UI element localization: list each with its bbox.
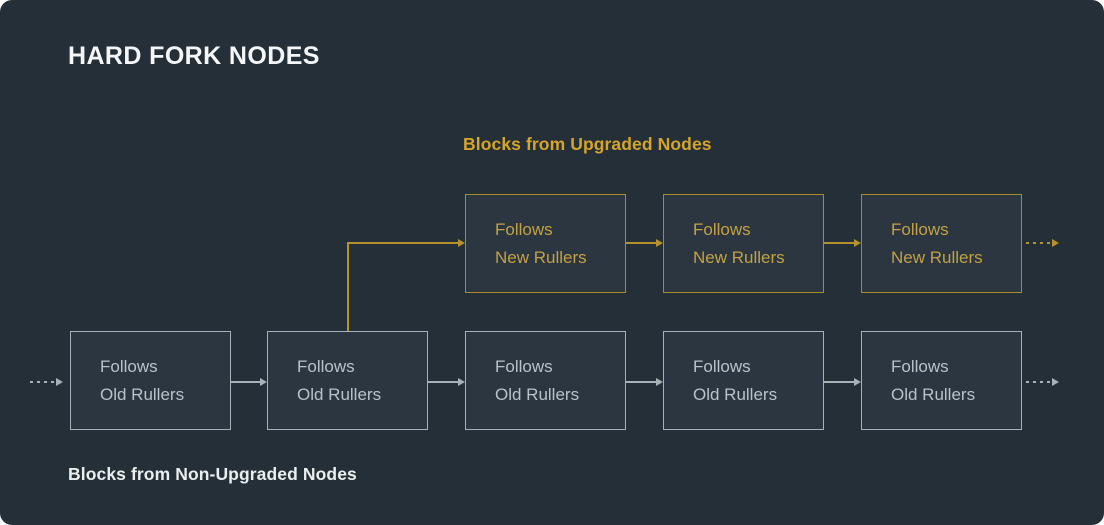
non-upgraded-node-4: Follows Old Rullers <box>663 331 824 430</box>
upgraded-connector-1-2 <box>626 242 656 244</box>
non-upgraded-node-3: Follows Old Rullers <box>465 331 626 430</box>
upgraded-chain-label: Blocks from Upgraded Nodes <box>463 134 712 154</box>
node-text-line1: Follows <box>693 219 751 239</box>
node-text-line1: Follows <box>495 219 553 239</box>
fork-arrowhead-icon <box>458 239 465 247</box>
upgraded-node-2: Follows New Rullers <box>663 194 824 293</box>
non-upgraded-node-1: Follows Old Rullers <box>70 331 231 430</box>
arrowhead-icon <box>656 239 663 247</box>
upgraded-connector-2-3 <box>824 242 854 244</box>
non-upgraded-connector-2-3 <box>428 381 458 383</box>
node-text-line2: Old Rullers <box>297 384 382 404</box>
arrowhead-icon <box>1052 378 1059 386</box>
non-upgraded-chain-continues-dash <box>1026 381 1052 383</box>
non-upgraded-chain-entry-dash <box>30 381 56 383</box>
arrowhead-icon <box>1052 239 1059 247</box>
arrowhead-icon <box>854 239 861 247</box>
node-text-line1: Follows <box>891 219 949 239</box>
node-text-line1: Follows <box>495 356 553 376</box>
non-upgraded-connector-1-2 <box>231 381 260 383</box>
upgraded-node-1: Follows New Rullers <box>465 194 626 293</box>
arrowhead-icon <box>656 378 663 386</box>
node-text-line2: Old Rullers <box>100 384 185 404</box>
node-text-line2: New Rullers <box>891 247 983 267</box>
node-text-line1: Follows <box>100 356 158 376</box>
arrowhead-icon <box>260 378 267 386</box>
node-text-line2: New Rullers <box>693 247 785 267</box>
arrowhead-icon <box>458 378 465 386</box>
node-text-line2: Old Rullers <box>495 384 580 404</box>
fork-connector-vertical <box>347 242 349 331</box>
arrowhead-icon <box>854 378 861 386</box>
arrowhead-icon <box>56 378 63 386</box>
node-text-line1: Follows <box>891 356 949 376</box>
node-text-line2: New Rullers <box>495 247 587 267</box>
non-upgraded-chain-label: Blocks from Non-Upgraded Nodes <box>68 464 357 484</box>
node-text-line1: Follows <box>693 356 751 376</box>
non-upgraded-node-5: Follows Old Rullers <box>861 331 1022 430</box>
node-text-line1: Follows <box>297 356 355 376</box>
non-upgraded-connector-4-5 <box>824 381 854 383</box>
page-title: HARD FORK NODES <box>68 42 320 70</box>
non-upgraded-connector-3-4 <box>626 381 656 383</box>
node-text-line2: Old Rullers <box>693 384 778 404</box>
node-text-line2: Old Rullers <box>891 384 976 404</box>
upgraded-node-3: Follows New Rullers <box>861 194 1022 293</box>
fork-connector-horizontal <box>347 242 458 244</box>
upgraded-chain-continues-dash <box>1026 242 1052 244</box>
non-upgraded-node-2: Follows Old Rullers <box>267 331 428 430</box>
